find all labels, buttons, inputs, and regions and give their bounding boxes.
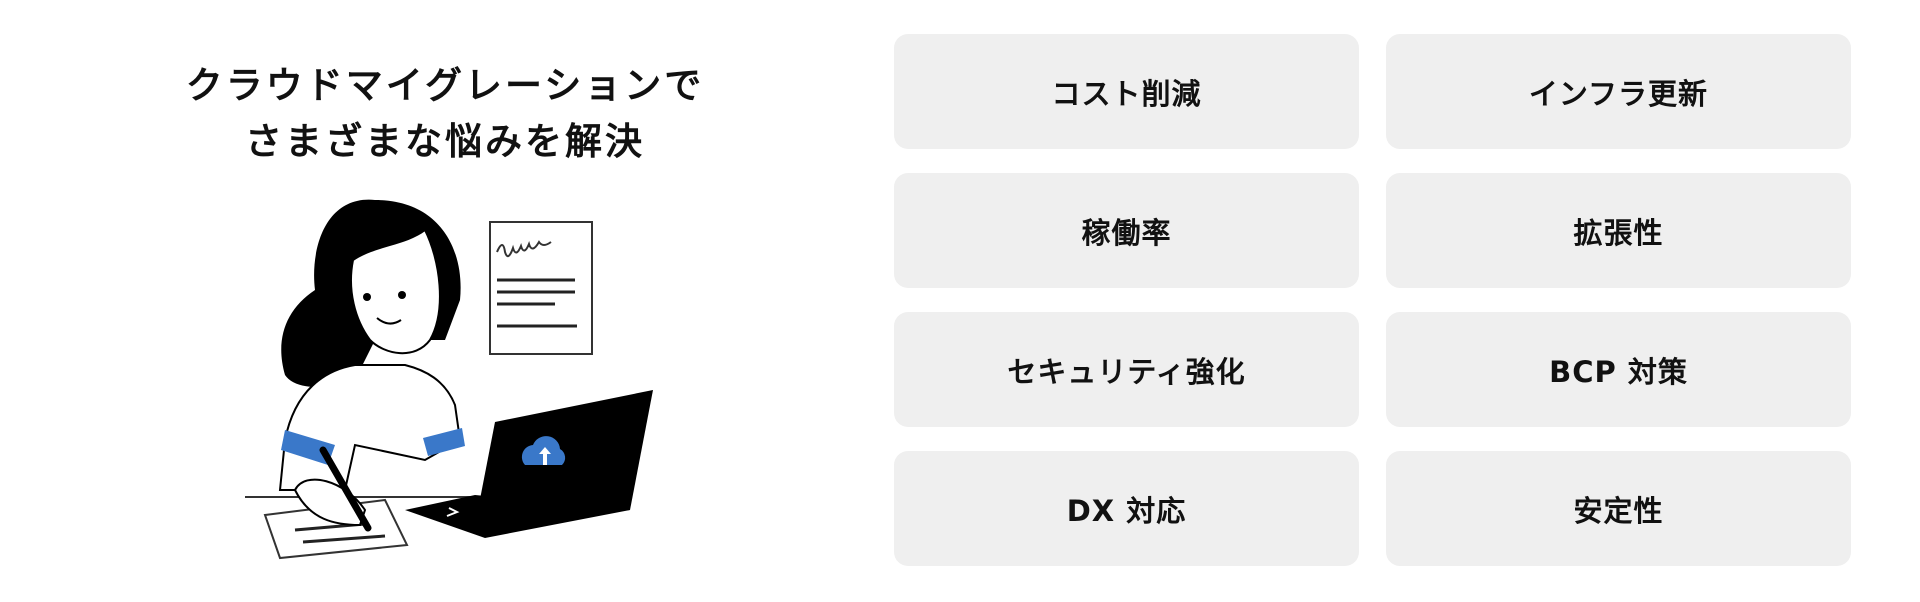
benefit-card-scalability: 拡張性 xyxy=(1386,173,1851,288)
laptop-icon xyxy=(405,390,653,538)
benefit-card-security: セキュリティ強化 xyxy=(894,312,1359,427)
sleeve-band-right xyxy=(423,428,465,456)
headline-line-2: さまざまな悩みを解決 xyxy=(245,120,645,163)
document-icon xyxy=(489,221,593,355)
sleeve-band-left xyxy=(281,430,335,465)
benefit-card-stability: 安定性 xyxy=(1386,451,1851,566)
face xyxy=(350,228,441,355)
benefit-card-dx: DX 対応 xyxy=(894,451,1359,566)
benefit-card-infra-update: インフラ更新 xyxy=(1386,34,1851,149)
benefit-card-uptime: 稼働率 xyxy=(894,173,1359,288)
benefit-card-cost-reduction: コスト削減 xyxy=(894,34,1359,149)
headline-line-1: クラウドマイグレーションで xyxy=(185,64,705,107)
benefit-grid: コスト削減 インフラ更新 稼働率 拡張性 セキュリティ強化 BCP 対策 DX … xyxy=(894,34,1851,566)
woman-with-laptop-illustration xyxy=(245,199,653,560)
headline: クラウドマイグレーションで さまざまな悩みを解決 xyxy=(130,58,760,170)
pen-icon xyxy=(319,446,372,532)
benefit-card-bcp: BCP 対策 xyxy=(1386,312,1851,427)
